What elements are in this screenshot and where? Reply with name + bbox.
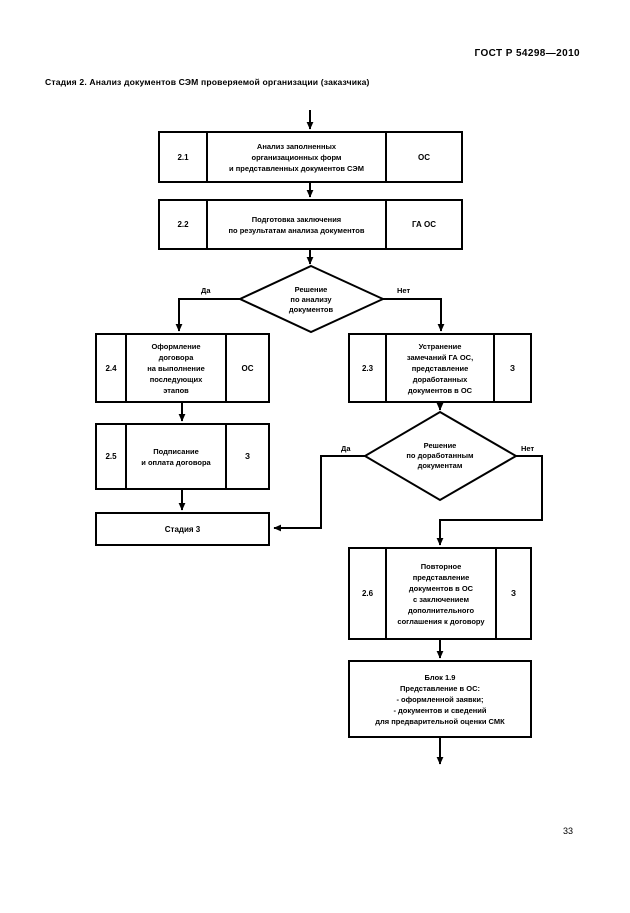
process-node-2-5[interactable]: 2.5 Подписание и оплата договора З xyxy=(95,423,270,490)
decision-2-yes-label: Да xyxy=(341,444,351,453)
node-text: Повторное представление документов в ОС … xyxy=(397,561,485,626)
node-text: Оформление договора на выполнение послед… xyxy=(147,341,205,395)
decision-diamond-2 xyxy=(363,410,518,502)
process-node-2-1[interactable]: 2.1 Анализ заполненных организационных ф… xyxy=(158,131,463,183)
node-actor: ОС xyxy=(385,133,461,181)
decision-1-no-label: Нет xyxy=(397,286,411,295)
node-number: 2.1 xyxy=(160,133,208,181)
node-number: 2.4 xyxy=(97,335,127,401)
node-text: Подписание и оплата договора xyxy=(141,446,211,467)
terminator-node-stage-3[interactable]: Стадия 3 xyxy=(95,512,270,546)
node-actor: З xyxy=(495,549,530,638)
decision-diamond-1 xyxy=(237,264,386,334)
process-node-2-3[interactable]: 2.3 Устранение замечаний ГА ОС, представ… xyxy=(348,333,532,403)
standard-reference: ГОСТ Р 54298—2010 xyxy=(474,48,580,59)
node-text: Стадия 3 xyxy=(164,524,201,534)
page-number: 33 xyxy=(563,826,574,836)
node-text: Анализ заполненных организационных форм … xyxy=(229,141,364,173)
decision-2-no-label: Нет xyxy=(521,444,535,453)
stage-title: Стадия 2. Анализ документов СЭМ проверяе… xyxy=(45,77,370,87)
node-number: 2.3 xyxy=(350,335,387,401)
node-actor: З xyxy=(225,425,268,488)
process-node-2-2[interactable]: 2.2 Подготовка заключения по результатам… xyxy=(158,199,463,250)
node-text: Блок 1.9 Представление в ОС: - оформленн… xyxy=(375,672,505,726)
node-actor: ГА ОС xyxy=(385,201,461,248)
node-number: 2.5 xyxy=(97,425,127,488)
node-number: 2.2 xyxy=(160,201,208,248)
node-actor: ОС xyxy=(225,335,268,401)
process-node-2-4[interactable]: 2.4 Оформление договора на выполнение по… xyxy=(95,333,270,403)
decision-2-text: Решение по доработанным документам xyxy=(406,441,474,470)
node-actor: З xyxy=(493,335,530,401)
decision-1-yes-label: Да xyxy=(201,286,211,295)
process-node-blok-1-9[interactable]: Блок 1.9 Представление в ОС: - оформленн… xyxy=(348,660,532,738)
node-text: Устранение замечаний ГА ОС, представлени… xyxy=(406,341,474,395)
node-text: Подготовка заключения по результатам ана… xyxy=(228,214,365,235)
node-number: 2.6 xyxy=(350,549,387,638)
process-node-2-6[interactable]: 2.6 Повторное представление документов в… xyxy=(348,547,532,640)
decision-1-text: Решение по анализу документов xyxy=(288,285,334,314)
